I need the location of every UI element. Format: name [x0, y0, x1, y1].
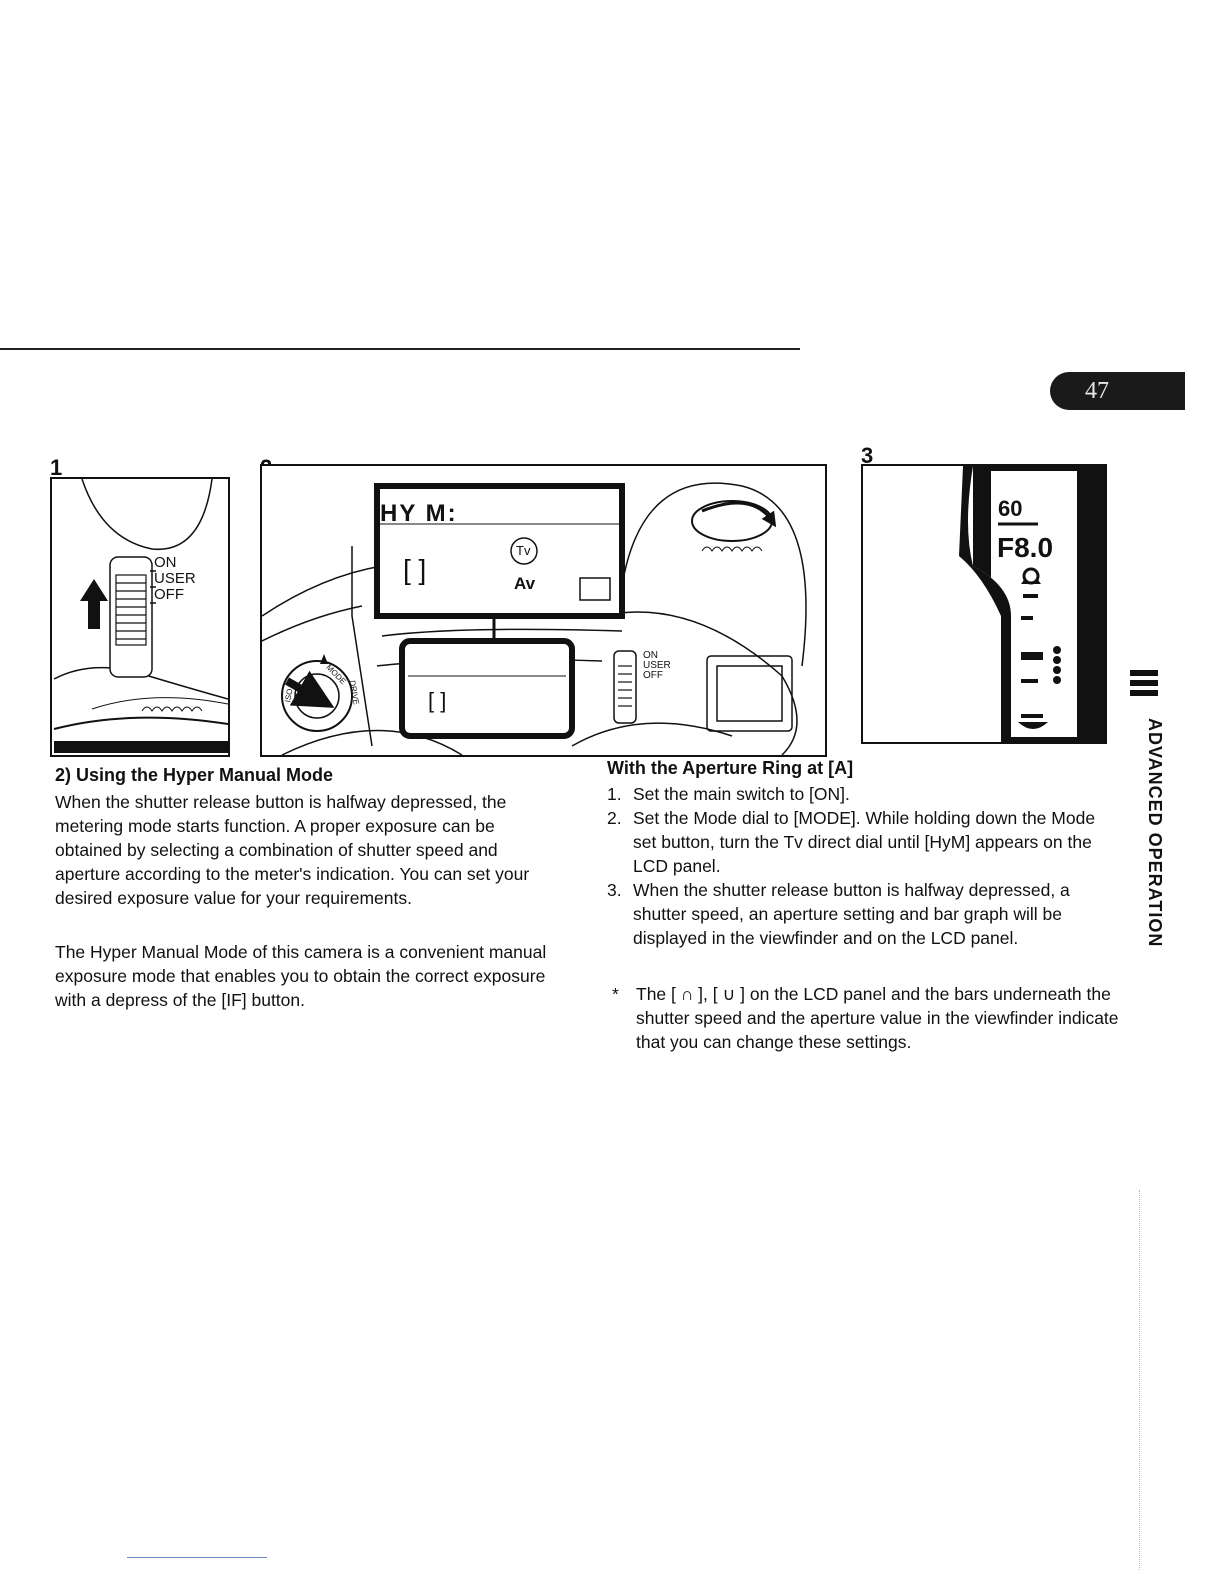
- av-indicator: Av: [514, 574, 536, 593]
- step-2-number: 2.: [607, 808, 622, 828]
- viewfinder-aperture: F8.0: [997, 532, 1054, 563]
- figure-3-viewfinder: 60 F8.0: [861, 464, 1107, 744]
- note-asterisk: *: [612, 984, 619, 1004]
- step-2-text: Set the Mode dial to [MODE]. While holdi…: [633, 808, 1096, 876]
- step-2: 2. Set the Mode dial to [MODE]. While ho…: [607, 806, 1119, 878]
- power-switch-illustration: [53, 479, 228, 753]
- switch-label-off: OFF: [154, 586, 184, 603]
- margin-dotted-line: [1139, 1190, 1140, 1570]
- switch-label-off-small: OFF: [643, 670, 663, 681]
- steps-list: 1. Set the main switch to [ON]. 2. Set t…: [607, 782, 1119, 950]
- bottom-rule: [127, 1557, 267, 1558]
- figure-1-power-switch: ON USER OFF: [50, 477, 230, 757]
- switch-label-on: ON: [154, 554, 177, 571]
- aperture-ring-heading: With the Aperture Ring at [A]: [607, 758, 854, 778]
- chapter-marker-bars: [1130, 670, 1158, 706]
- note: * The [ ∩ ], [ ∪ ] on the LCD panel and …: [612, 982, 1120, 1054]
- step-3-number: 3.: [607, 880, 622, 900]
- camera-top-illustration: [262, 482, 807, 755]
- switch-label-list-small: ON USER OFF: [643, 651, 671, 681]
- switch-label-user: USER: [154, 570, 196, 587]
- lcd-mode-indicator: HY M:: [380, 500, 458, 527]
- step-1-text: Set the main switch to [ON].: [633, 784, 850, 804]
- switch-label-user-small: USER: [643, 660, 671, 671]
- viewfinder-display: [959, 466, 1105, 742]
- lower-lcd-bracket: [ ]: [428, 688, 447, 713]
- figure-3-number: 3: [861, 443, 874, 468]
- chapter-label: ADVANCED OPERATION: [1145, 718, 1165, 948]
- page-number-tab: 47: [1050, 372, 1185, 410]
- step-1-number: 1.: [607, 784, 622, 804]
- figure-2-camera-top: HY M: [ ] Tv Av [ ] ON USER OFF MODE DRI…: [260, 464, 827, 757]
- note-text: The [ ∩ ], [ ∪ ] on the LCD panel and th…: [636, 984, 1119, 1052]
- paragraph-1: When the shutter release button is halfw…: [55, 792, 530, 908]
- lcd-shutter-bracket: [ ]: [403, 554, 427, 585]
- viewfinder-shutter-speed: 60: [998, 496, 1023, 521]
- step-3-text: When the shutter release button is halfw…: [633, 880, 1070, 948]
- step-3: 3. When the shutter release button is ha…: [607, 878, 1119, 950]
- step-1: 1. Set the main switch to [ON].: [607, 782, 1119, 806]
- switch-label-on-small: ON: [643, 650, 658, 661]
- paragraph-2: The Hyper Manual Mode of this camera is …: [55, 942, 547, 1010]
- top-rule: [0, 348, 800, 350]
- switch-label-list: ON USER OFF: [154, 555, 196, 603]
- section-heading: 2) Using the Hyper Manual Mode: [55, 765, 334, 785]
- tv-indicator: Tv: [516, 543, 531, 558]
- figure-1-number: 1: [50, 455, 63, 480]
